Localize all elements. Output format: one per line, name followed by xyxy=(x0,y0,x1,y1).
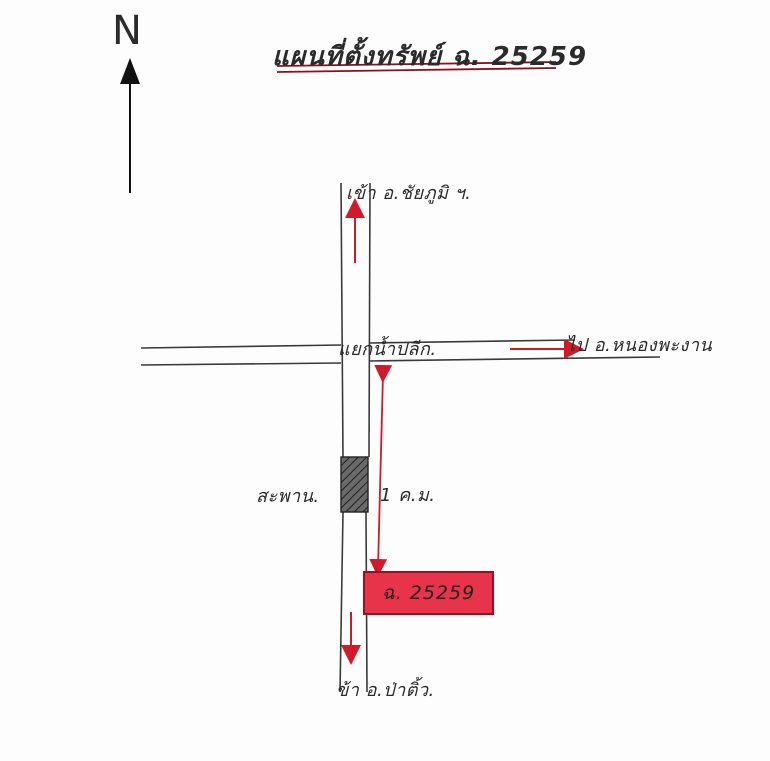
label-bridge: สะพาน. xyxy=(256,486,320,507)
label-south-road: ข้า อ.ป่าติ้ว. xyxy=(336,680,435,701)
east-west-road xyxy=(140,339,661,366)
label-north-road: เข้า อ.ชัยภูมิ ฯ. xyxy=(346,183,472,204)
plot-rectangle xyxy=(363,571,494,615)
map-title: แผนที่ตั้งทรัพย์ ฉ. 25259 xyxy=(272,42,588,72)
title-underline xyxy=(276,61,557,73)
plot-label: ฉ. 25259 xyxy=(381,582,476,604)
label-distance: 1 ค.ม. xyxy=(380,485,436,506)
label-east-road: ไป อ.หนองพะงาน xyxy=(566,335,713,356)
bridge-hatched-icon xyxy=(340,456,369,513)
distance-arrow xyxy=(369,364,393,577)
north-arrow-icon xyxy=(120,58,140,193)
label-intersection: แยกน้ำปลีก. xyxy=(338,339,437,360)
north-label: N xyxy=(112,8,143,54)
